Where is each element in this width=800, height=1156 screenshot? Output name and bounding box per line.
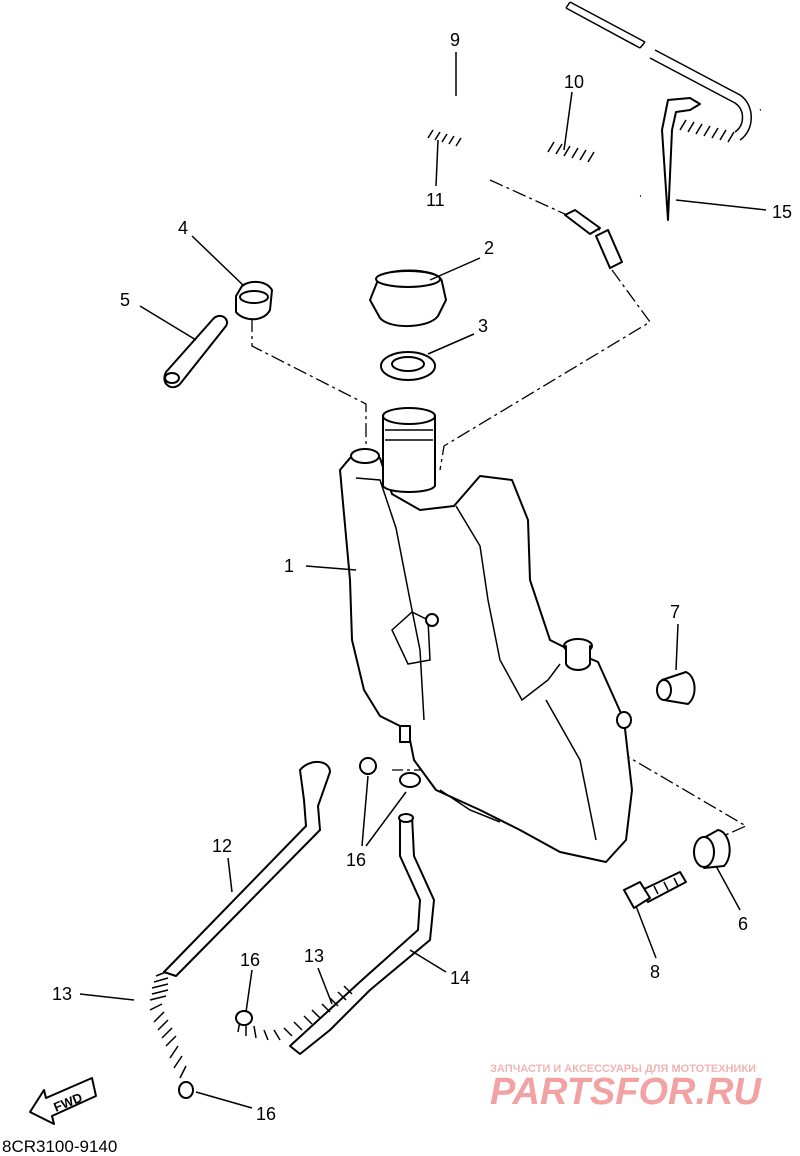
callout-9: 9 [450, 30, 460, 50]
callout-2: 2 [484, 238, 494, 258]
callout-3: 3 [478, 316, 488, 336]
part-5-pipe [163, 314, 228, 389]
callout-10: 10 [564, 72, 584, 92]
assembly-line-6 [595, 737, 748, 841]
callout-8: 8 [650, 962, 660, 982]
fwd-arrow: FWD [29, 1077, 97, 1125]
part-14-hose [289, 813, 435, 1055]
callout-14: 14 [450, 968, 470, 988]
part-6-damper [693, 829, 731, 869]
hose-connector [595, 229, 623, 269]
callout-15: 15 [772, 202, 792, 222]
part-16-clip-upper [359, 757, 421, 788]
watermark-tagline: ЗАПЧАСТИ И АКСЕССУАРЫ ДЛЯ МОТОТЕХНИКИ [490, 1063, 756, 1075]
callout-16-middle: 16 [240, 950, 260, 970]
part-15-bracket [661, 97, 735, 221]
part-2-radiator-cap [369, 269, 447, 328]
part-9-hose [362, 1, 762, 199]
part-13-spring-left [149, 971, 187, 1079]
diagram-code: 8CR3100-9140 [2, 1137, 117, 1156]
part-12-hose [163, 761, 331, 977]
assembly-line-9 [439, 269, 651, 471]
part-3-seal [380, 351, 436, 381]
callout-13-right: 13 [304, 946, 324, 966]
watermark-brand: PARTSFOR.RU [490, 1071, 762, 1113]
part-7-collar [656, 671, 696, 705]
callout-5: 5 [120, 290, 130, 310]
leader-lines [79, 52, 767, 1109]
callout-4: 4 [178, 218, 188, 238]
callout-13-left: 13 [52, 984, 72, 1004]
callout-16-upper: 16 [346, 850, 366, 870]
part-11-spring [427, 129, 462, 147]
part-1-reservoir-tank [339, 407, 633, 863]
callout-12: 12 [212, 836, 232, 856]
watermark: ЗАПЧАСТИ И АКСЕССУАРЫ ДЛЯ МОТОТЕХНИКИ PA… [490, 1063, 762, 1113]
part-16-clip-lower [178, 1010, 253, 1099]
callout-11: 11 [426, 190, 445, 210]
assembly-line-4 [251, 318, 367, 444]
part-8-bolt [623, 871, 687, 909]
callout-6: 6 [738, 914, 748, 934]
part-4-small-cap [235, 280, 273, 321]
callout-16-lower: 16 [256, 1104, 276, 1124]
hose-end [564, 209, 601, 235]
callout-7: 7 [670, 602, 680, 622]
part-13-spring-right [237, 985, 353, 1041]
callouts: 1 2 3 4 5 6 7 8 9 10 11 12 13 13 14 15 1… [52, 30, 792, 1124]
part-10-spring [547, 141, 595, 163]
callout-1: 1 [284, 556, 294, 576]
